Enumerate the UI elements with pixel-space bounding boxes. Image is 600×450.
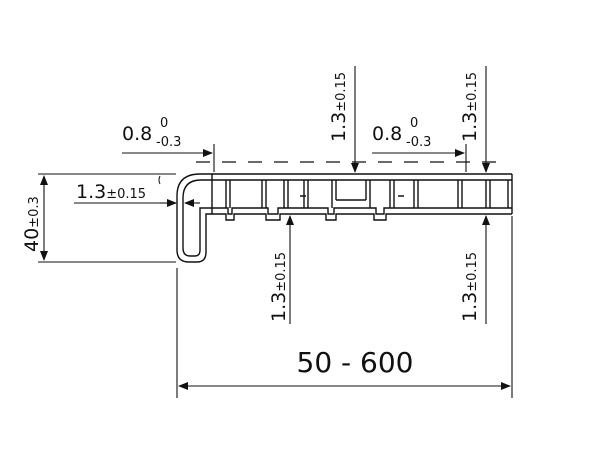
wall-bottom-mid-tolerance: ±0.15 [274, 252, 289, 292]
svg-text:1.3±0.15: 1.3±0.15 [268, 252, 290, 322]
length-dimension [176, 216, 513, 398]
svg-text:40±0.3: 40±0.3 [21, 196, 43, 252]
svg-text:1.3±0.15: 1.3±0.15 [328, 72, 350, 142]
height-dimension [38, 173, 176, 263]
gap-left-value: 0.8 [122, 123, 152, 145]
gap-right-lower: -0.3 [406, 135, 431, 150]
gap-left-dimension [122, 144, 215, 172]
nose-thickness-value: 1.3 [76, 181, 106, 203]
svg-text:1.3±0.15: 1.3±0.15 [76, 181, 146, 203]
height-tolerance: ±0.3 [27, 196, 42, 228]
svg-text:0.8: 0.8 [372, 123, 402, 145]
wall-bottom-mid-value: 1.3 [268, 292, 290, 322]
wall-top-right-value: 1.3 [459, 112, 481, 142]
gap-right-value: 0.8 [372, 123, 402, 145]
height-value: 40 [21, 228, 43, 252]
svg-text:0.8: 0.8 [122, 123, 152, 145]
svg-text:1.3±0.15: 1.3±0.15 [459, 72, 481, 142]
svg-text:1.3±0.15: 1.3±0.15 [459, 252, 481, 322]
wall-top-mid-value: 1.3 [328, 112, 350, 142]
gap-right-dimension [372, 144, 467, 172]
nose-thickness-tolerance: ±0.15 [106, 187, 146, 202]
wall-bottom-right-tolerance: ±0.15 [465, 252, 480, 292]
gap-right-upper: 0 [410, 116, 418, 131]
wall-top-mid-tolerance: ±0.15 [334, 72, 349, 112]
overall-length-label: 50 - 600 [297, 346, 414, 379]
wall-bottom-right-value: 1.3 [459, 292, 481, 322]
profile-section [158, 173, 513, 263]
gap-left-upper: 0 [160, 116, 168, 131]
wall-top-right-tolerance: ±0.15 [465, 72, 480, 112]
gap-left-lower: -0.3 [156, 135, 181, 150]
